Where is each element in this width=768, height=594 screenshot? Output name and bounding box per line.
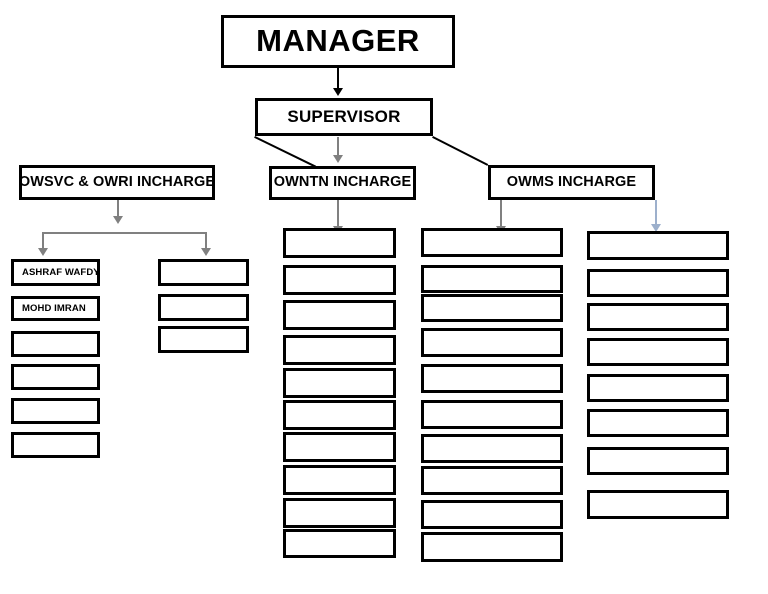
connector-owntn-stem — [337, 200, 339, 228]
connector-supervisor-owms — [432, 136, 489, 166]
connector-owsvc-branch-left — [42, 232, 44, 250]
staff-box[interactable] — [421, 500, 563, 529]
staff-box[interactable] — [421, 434, 563, 463]
staff-box[interactable] — [421, 328, 563, 357]
incharge-box-owsvc[interactable]: OWSVC & OWRI INCHARGE — [19, 165, 215, 200]
connector-owsvc-branch-right — [205, 232, 207, 250]
connector-manager-supervisor — [337, 68, 339, 90]
connector-owsvc-stem — [117, 200, 119, 218]
connector-supervisor-owntn — [337, 137, 339, 157]
staff-box[interactable] — [283, 432, 396, 462]
manager-box[interactable]: MANAGER — [221, 15, 455, 68]
staff-box[interactable] — [283, 228, 396, 258]
staff-box[interactable] — [283, 265, 396, 295]
staff-box[interactable] — [421, 228, 563, 257]
staff-box[interactable] — [587, 269, 729, 297]
staff-box[interactable] — [421, 466, 563, 495]
arrowhead-owms-stem-right — [651, 224, 661, 232]
connector-supervisor-owsvc — [254, 136, 317, 168]
staff-box[interactable] — [587, 231, 729, 260]
arrowhead-owsvc-stem — [113, 216, 123, 224]
staff-box[interactable] — [283, 529, 396, 558]
incharge-box-owms[interactable]: OWMS INCHARGE — [488, 165, 655, 200]
staff-box[interactable] — [283, 335, 396, 365]
staff-label: ASHRAF WAFDY — [22, 266, 100, 278]
supervisor-box[interactable]: SUPERVISOR — [255, 98, 433, 136]
connector-owms-stem-left — [500, 200, 502, 228]
staff-box[interactable] — [587, 490, 729, 519]
staff-box[interactable] — [158, 326, 249, 353]
staff-box[interactable] — [11, 398, 100, 424]
staff-box[interactable] — [11, 432, 100, 458]
incharge-label-owsvc: OWSVC & OWRI INCHARGE — [18, 173, 216, 190]
staff-box[interactable] — [158, 294, 249, 321]
connector-owsvc-bus — [42, 232, 205, 234]
arrowhead-manager-supervisor — [333, 88, 343, 96]
staff-box[interactable] — [283, 400, 396, 430]
staff-box[interactable] — [421, 294, 563, 322]
staff-box[interactable] — [283, 465, 396, 495]
staff-box[interactable] — [587, 409, 729, 437]
staff-box[interactable]: ASHRAF WAFDY — [11, 259, 100, 286]
staff-box[interactable] — [421, 364, 563, 393]
staff-box[interactable] — [421, 532, 563, 562]
staff-box[interactable] — [11, 364, 100, 390]
staff-box[interactable] — [283, 300, 396, 330]
staff-box[interactable] — [421, 400, 563, 429]
supervisor-label: SUPERVISOR — [287, 107, 401, 127]
staff-box[interactable] — [283, 498, 396, 528]
staff-box[interactable] — [283, 368, 396, 398]
staff-box[interactable] — [587, 303, 729, 331]
arrowhead-supervisor-owntn — [333, 155, 343, 163]
arrowhead-owsvc-branch-left — [38, 248, 48, 256]
staff-box[interactable] — [587, 338, 729, 366]
incharge-box-owntn[interactable]: OWNTN INCHARGE — [269, 166, 416, 200]
staff-box[interactable] — [158, 259, 249, 286]
arrowhead-owsvc-branch-right — [201, 248, 211, 256]
manager-label: MANAGER — [256, 23, 420, 59]
staff-box[interactable]: MOHD IMRAN — [11, 296, 100, 321]
incharge-label-owms: OWMS INCHARGE — [506, 173, 637, 190]
staff-box[interactable] — [587, 447, 729, 475]
incharge-label-owntn: OWNTN INCHARGE — [273, 174, 412, 191]
connector-owms-stem-right — [655, 200, 657, 226]
staff-box[interactable] — [587, 374, 729, 402]
staff-label: MOHD IMRAN — [22, 302, 86, 314]
staff-box[interactable] — [11, 331, 100, 357]
staff-box[interactable] — [421, 265, 563, 293]
